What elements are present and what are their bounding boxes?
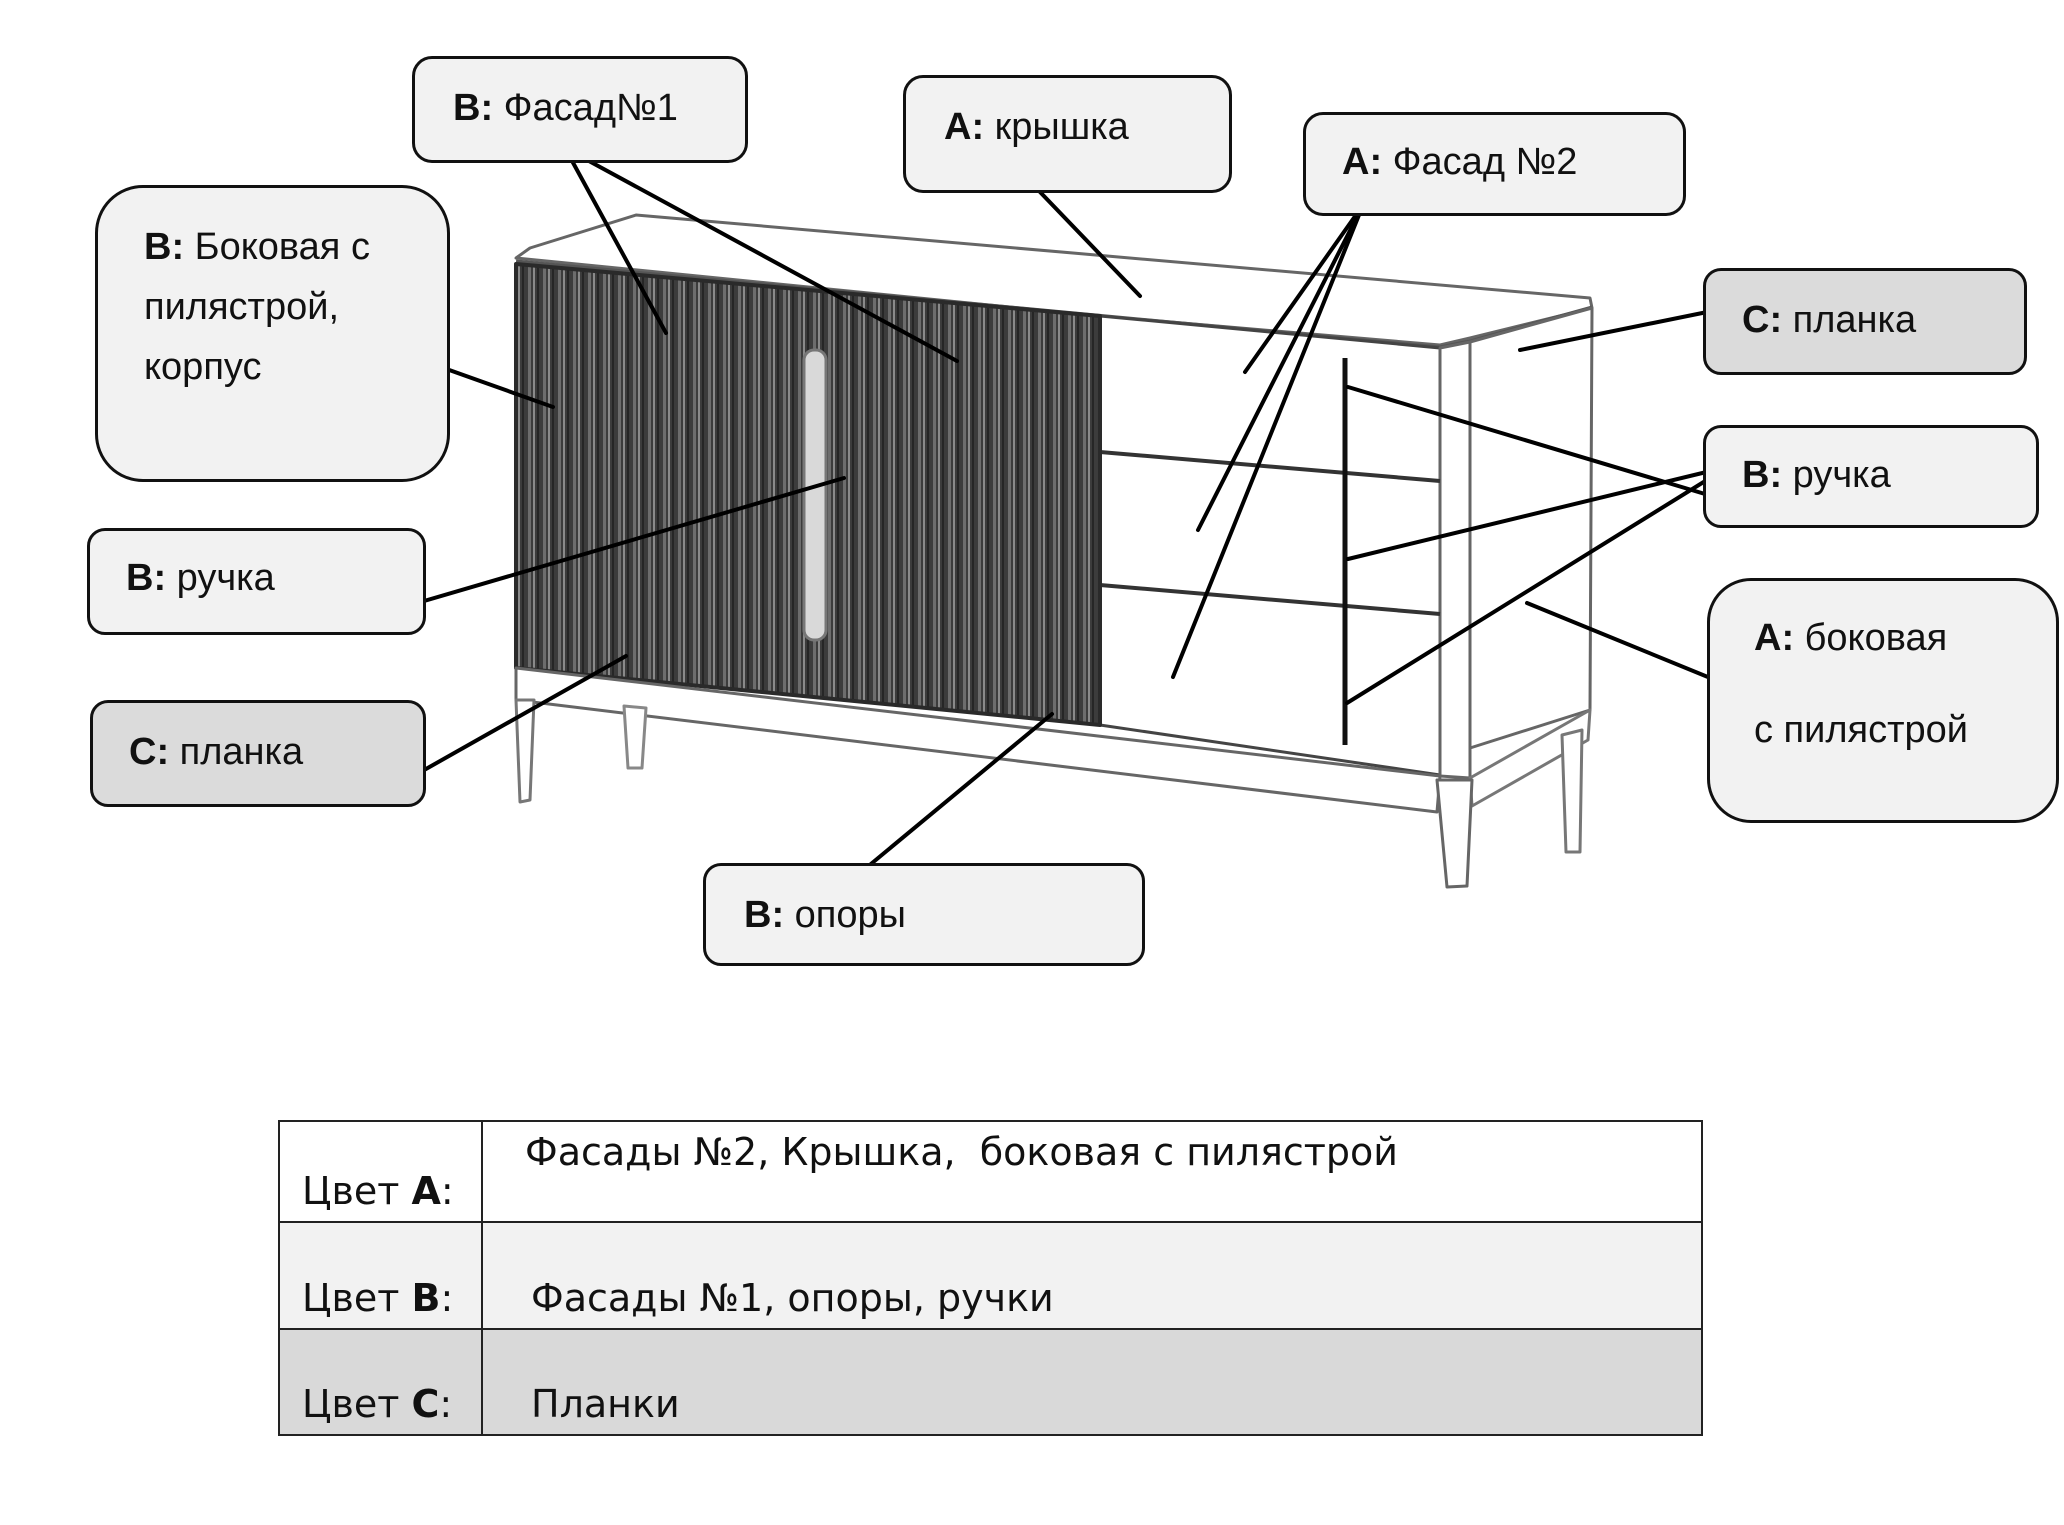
callout-text: планка: [179, 731, 304, 773]
callout-text: корпус: [144, 346, 262, 388]
leg-front-right: [1435, 778, 1474, 889]
legend-key-prefix: Цвет: [302, 1169, 412, 1213]
legend-key-letter: A: [411, 1169, 441, 1213]
leader-facade1-a: [563, 146, 668, 335]
leg-front-left: [514, 698, 536, 804]
callout-strip-right: C: планка: [1703, 268, 2027, 375]
callout-text: опоры: [794, 894, 906, 936]
legend-key-prefix: Цвет: [302, 1382, 412, 1426]
callout-key: A:: [944, 106, 995, 148]
legend-row-a: Цвет A: Фасады №2, Крышка, боковая с пил…: [278, 1120, 1703, 1223]
drawer-divider-1: [1099, 450, 1441, 483]
apron-front: [514, 666, 1442, 814]
legend-key-cell: Цвет C:: [278, 1328, 483, 1436]
color-legend-table: Цвет A: Фасады №2, Крышка, боковая с пил…: [278, 1120, 1703, 1436]
leader-handle-left: [405, 476, 846, 608]
front-pilaster: [1438, 340, 1472, 780]
legend-key-letter: B: [411, 1276, 441, 1320]
legend-key-letter: C: [411, 1382, 440, 1426]
callout-key: A:: [1754, 617, 1805, 659]
legend-key-cell: Цвет B:: [278, 1221, 483, 1330]
legend-key-suffix: :: [440, 1276, 454, 1320]
callout-facade1: B: Фасад№1: [412, 56, 748, 163]
callout-side-left: B: Боковая с пилястрой, корпус: [95, 185, 450, 482]
callout-text: ручка: [1792, 454, 1891, 496]
door-handle: [802, 348, 828, 642]
leader-strip-right: [1518, 307, 1724, 352]
callout-text: пилястрой,: [144, 286, 340, 328]
leg-rear-right: [1560, 728, 1584, 854]
leader-facade2-b: [1196, 203, 1365, 532]
leader-facade1-b: [563, 146, 959, 363]
callout-key: C:: [129, 731, 180, 773]
callout-key: B:: [453, 87, 504, 129]
leader-handle-right-c: [1345, 468, 1725, 705]
leader-legs: [846, 712, 1054, 885]
legend-key-prefix: Цвет: [302, 1276, 412, 1320]
callout-key: A:: [1342, 141, 1393, 183]
callout-text: Фасад№1: [503, 87, 678, 129]
legend-row-c: Цвет C: Планки: [278, 1328, 1703, 1436]
leader-lines: [405, 146, 1727, 885]
callout-facade2: A: Фасад №2: [1303, 112, 1686, 216]
side-panel-right: [1468, 306, 1594, 750]
callout-top: A: крышка: [903, 75, 1232, 193]
callout-key: B:: [744, 894, 795, 936]
leader-facade2-a: [1243, 203, 1365, 374]
leader-strip-left: [408, 654, 628, 780]
leader-facade2-c: [1171, 203, 1365, 679]
callout-legs: B: опоры: [703, 863, 1145, 966]
legend-value-cell: Фасады №1, опоры, ручки: [481, 1221, 1703, 1330]
legend-key-cell: Цвет A:: [278, 1120, 483, 1223]
callout-key: B:: [144, 226, 195, 268]
drawer-divider-2: [1099, 583, 1441, 616]
callout-text: с пилястрой: [1754, 709, 1969, 751]
legend-key-suffix: :: [440, 1169, 454, 1213]
callout-text: крышка: [994, 106, 1129, 148]
callout-text: Боковая с: [194, 226, 370, 268]
callout-text: Фасад №2: [1392, 141, 1578, 183]
callout-text: боковая: [1804, 617, 1948, 659]
sideboard-drawing: [514, 213, 1594, 889]
callout-side-right: A: боковая с пилястрой: [1707, 578, 2059, 823]
callout-handle-right: B: ручка: [1703, 425, 2039, 528]
legend-value-cell: Планки: [481, 1328, 1703, 1436]
callout-strip-left: C: планка: [90, 700, 426, 807]
legend-row-b: Цвет B: Фасады №1, опоры, ручки: [278, 1221, 1703, 1330]
callout-handle-left: B: ручка: [87, 528, 426, 635]
callout-key: C:: [1742, 299, 1793, 341]
leader-handle-right-b: [1346, 466, 1725, 561]
leader-side-right: [1525, 601, 1727, 686]
legend-value-cell: Фасады №2, Крышка, боковая с пилястрой: [481, 1120, 1703, 1223]
legend-key-suffix: :: [439, 1382, 453, 1426]
callout-key: B:: [126, 557, 177, 599]
leg-rear-left: [622, 704, 648, 770]
callout-text: ручка: [176, 557, 275, 599]
callout-key: B:: [1742, 454, 1793, 496]
callout-text: планка: [1792, 299, 1917, 341]
